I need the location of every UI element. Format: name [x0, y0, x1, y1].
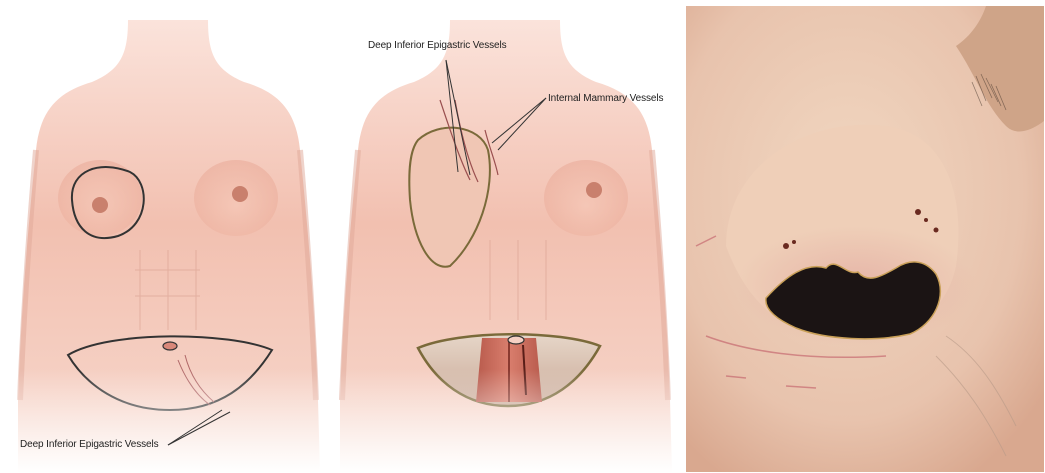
label-deep-inferior-epigastric-top: Deep Inferior Epigastric Vessels [368, 40, 507, 51]
diep-flap-illustration [0, 0, 680, 473]
label-deep-inferior-epigastric-bottom: Deep Inferior Epigastric Vessels [20, 439, 159, 450]
torso-before [0, 0, 340, 473]
label-internal-mammary: Internal Mammary Vessels [548, 93, 663, 104]
clinical-photo [686, 6, 1044, 472]
torso-after [340, 0, 680, 473]
